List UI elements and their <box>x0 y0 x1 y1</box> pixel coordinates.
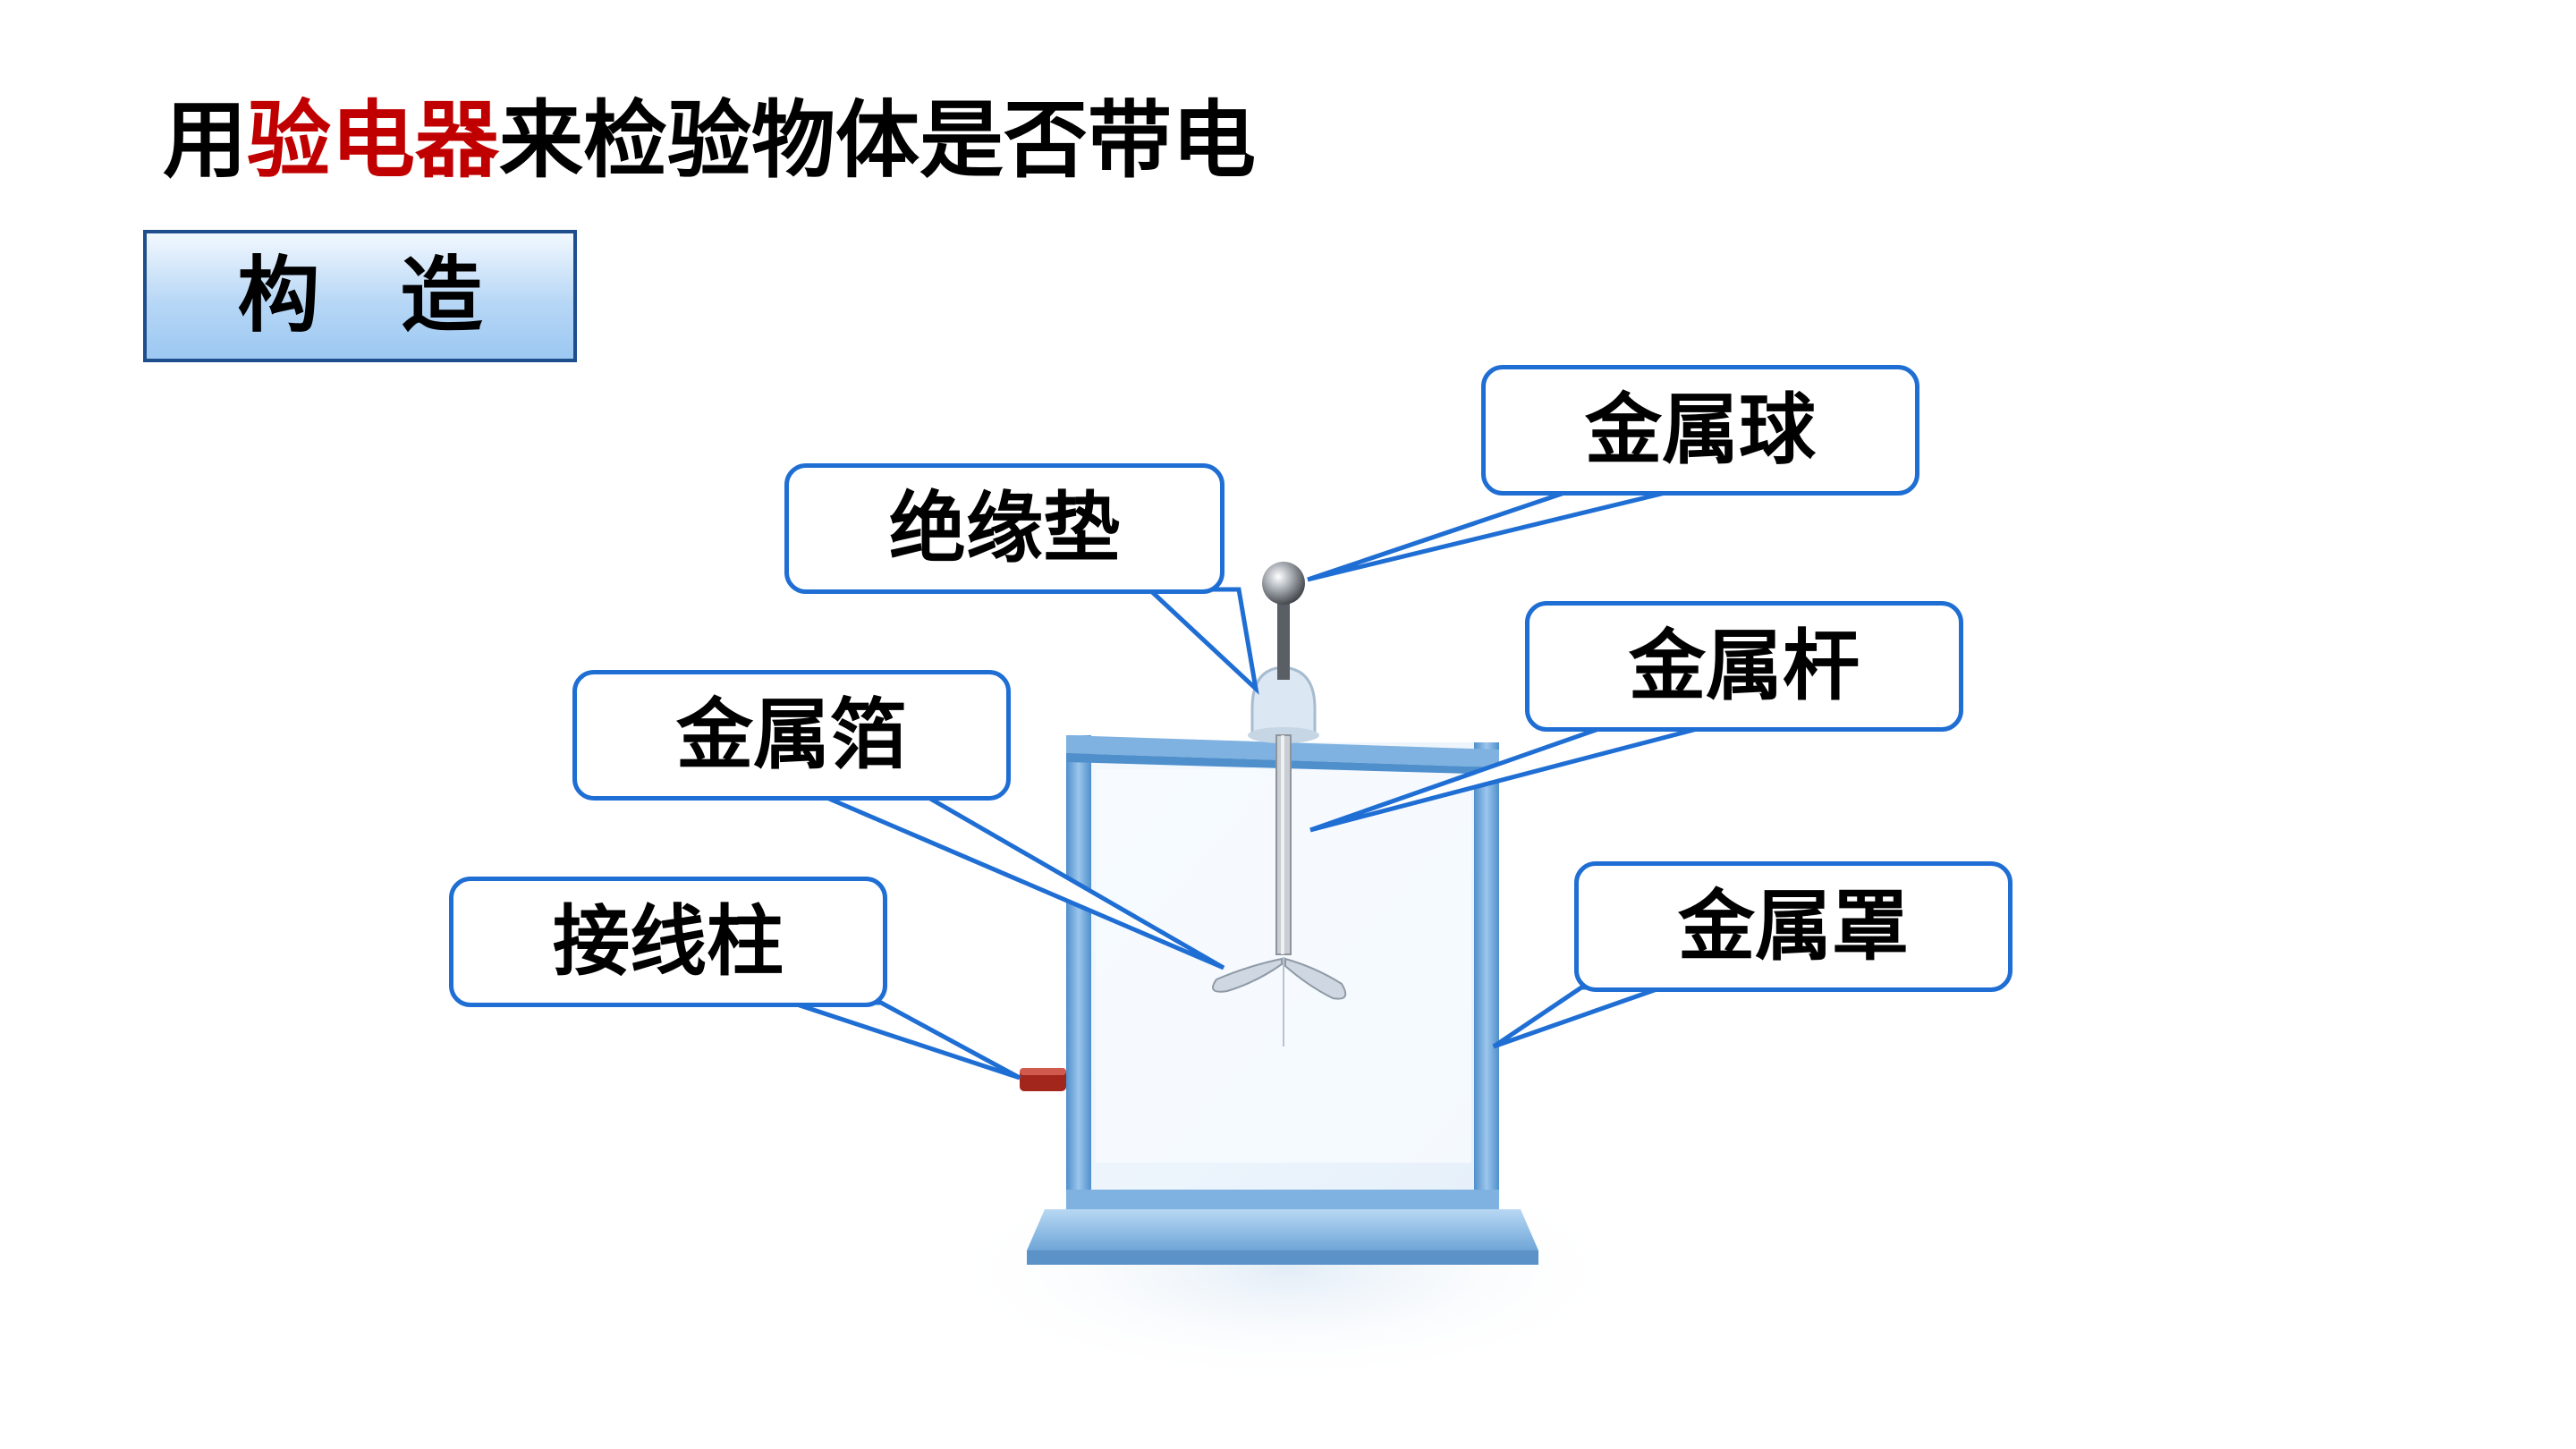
pointer-metal-case <box>1492 985 1663 1049</box>
pointer-metal-ball <box>1307 488 1674 582</box>
section-label: 构造 <box>237 248 564 343</box>
title-prefix: 用 <box>163 92 248 190</box>
callout-metal-case: 金属罩 <box>1574 861 2012 992</box>
callout-metal-foil: 金属箔 <box>572 670 1011 801</box>
slide-title: 用验电器来检验物体是否带电 <box>163 88 1256 195</box>
callout-metal-rod: 金属杆 <box>1525 601 1963 732</box>
base-front <box>1027 1250 1538 1265</box>
label-metal-foil: 金属箔 <box>676 691 907 780</box>
metal-rod-upper <box>1277 599 1290 680</box>
label-metal-rod: 金属杆 <box>1629 622 1860 711</box>
pointer-binding-post <box>791 1000 1021 1080</box>
section-label-box: 构造 <box>143 230 577 362</box>
callout-binding-post: 接线柱 <box>449 877 887 1007</box>
frame-left <box>1066 735 1091 1218</box>
label-binding-post: 接线柱 <box>553 897 784 987</box>
label-metal-ball: 金属球 <box>1585 386 1816 475</box>
metal-ball <box>1262 562 1305 605</box>
frame-bottom <box>1066 1190 1499 1209</box>
callout-metal-ball: 金属球 <box>1481 365 1919 496</box>
frame-right <box>1474 742 1499 1218</box>
base-plate <box>1027 1209 1538 1250</box>
foil-leaf-right <box>1284 957 1347 1000</box>
title-suffix: 来检验物体是否带电 <box>499 92 1257 190</box>
label-insulating-pad: 绝缘垫 <box>889 484 1120 573</box>
pointer-insulating-pad <box>1143 587 1259 695</box>
label-metal-case: 金属罩 <box>1678 882 1909 971</box>
title-highlight: 验电器 <box>247 92 500 190</box>
callout-insulating-pad: 绝缘垫 <box>784 463 1224 594</box>
foil-leaf-left <box>1212 957 1283 993</box>
